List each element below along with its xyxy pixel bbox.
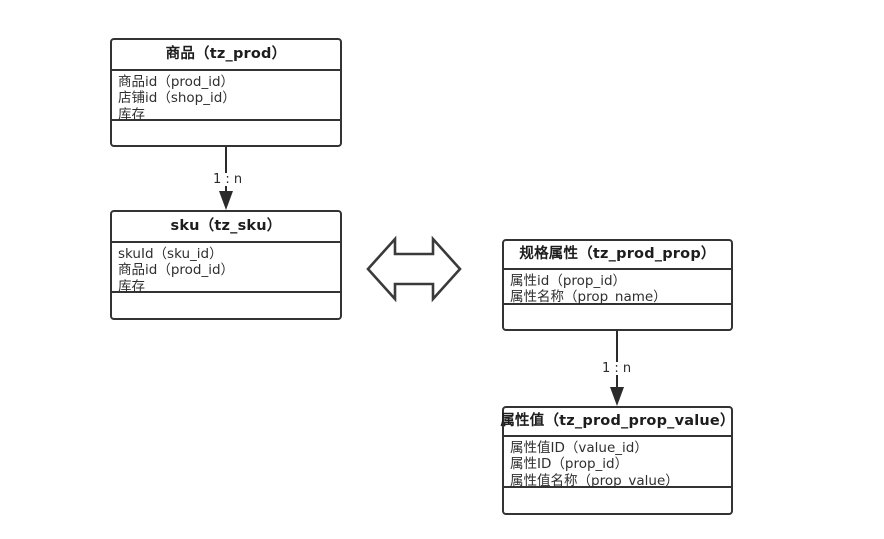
relation-label-prop-value: 1 : n — [600, 361, 634, 376]
entity-title-tz-prod-prop-value: 属性值（tz_prod_prop_value） — [500, 408, 734, 437]
entity-fields-tz-sku: skuId（sku_id） 商品id（prod_id） 库存 — [112, 243, 340, 295]
arrowhead-prop-value — [610, 387, 624, 406]
field-row: 属性id（prop_id） — [510, 273, 627, 289]
field-row: 属性名称（prop_name） — [510, 289, 667, 306]
entity-title-tz-sku: sku（tz_sku） — [112, 212, 340, 243]
field-row: skuId（sku_id） — [118, 246, 223, 262]
field-row: 库存 — [118, 278, 145, 295]
arrowhead-prod-sku — [219, 191, 233, 210]
entity-box-tz-prod[interactable]: 商品（tz_prod） 商品id（prod_id） 店铺id（shop_id） … — [110, 38, 342, 147]
entity-fields-tz-prod-prop: 属性id（prop_id） 属性名称（prop_name） — [504, 270, 731, 305]
field-row: 商品id（prod_id） — [118, 262, 235, 279]
relation-label-prod-sku: 1 : n — [211, 172, 245, 187]
field-row: 店铺id（shop_id） — [118, 90, 236, 107]
entity-title-tz-prod-prop: 规格属性（tz_prod_prop） — [504, 241, 731, 270]
entity-box-tz-prod-prop-value[interactable]: 属性值（tz_prod_prop_value） 属性值ID（value_id） … — [500, 406, 734, 515]
entity-box-tz-prod-prop[interactable]: 规格属性（tz_prod_prop） 属性id（prop_id） 属性名称（pr… — [502, 239, 733, 331]
entity-fields-tz-prod: 商品id（prod_id） 店铺id（shop_id） 库存 — [112, 71, 340, 123]
entity-box-tz-sku[interactable]: sku（tz_sku） skuId（sku_id） 商品id（prod_id） … — [110, 210, 342, 320]
entity-fields-tz-prod-prop-value: 属性值ID（value_id） 属性ID（prop_id） 属性值名称（prop… — [504, 437, 731, 489]
entity-title-tz-prod: 商品（tz_prod） — [112, 40, 340, 71]
field-row: 库存 — [118, 106, 145, 123]
field-row: 属性ID（prop_id） — [510, 456, 629, 473]
double-arrow-shape — [366, 235, 462, 303]
double-headed-arrow-icon — [366, 235, 462, 303]
field-row: 属性值ID（value_id） — [510, 440, 648, 456]
field-row: 商品id（prod_id） — [118, 74, 235, 90]
field-row: 属性值名称（prop_value） — [510, 472, 679, 489]
